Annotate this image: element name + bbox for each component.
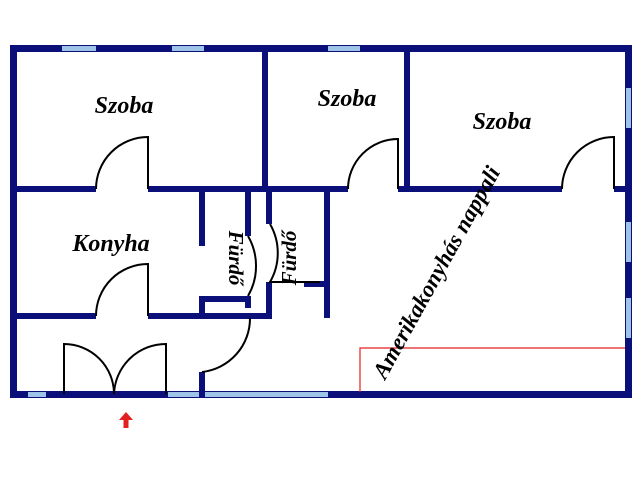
wall-room1-bottom-left — [10, 186, 96, 192]
wall-kitchen-bath1 — [199, 186, 205, 246]
room-label-szoba-2: Szoba — [318, 86, 377, 112]
door-room1 — [95, 135, 149, 190]
wall-bath1-right — [245, 186, 251, 236]
window — [626, 88, 631, 128]
doors — [63, 135, 615, 395]
wall-room3-bottom-left — [404, 186, 562, 192]
wall-bath2-left-low — [266, 282, 272, 318]
window — [62, 46, 96, 51]
room-label-konyha: Konyha — [71, 231, 149, 257]
wall-left — [10, 45, 17, 398]
window — [172, 46, 204, 51]
kitchen-counter — [359, 347, 625, 392]
window — [28, 392, 46, 397]
window — [328, 46, 360, 51]
room-label-szoba-1: Szoba — [95, 93, 154, 119]
room-label-furdo-1: Fürdő — [224, 230, 248, 287]
door-bath2 — [268, 223, 320, 283]
interior-walls — [10, 45, 632, 398]
arrow-up-icon — [119, 412, 133, 428]
wall-bath2-bottom — [304, 281, 330, 287]
wall-room1-room2 — [262, 45, 268, 192]
door-room2 — [347, 137, 399, 190]
wall-hall-stub — [199, 372, 205, 398]
wall-top — [10, 45, 632, 52]
wall-right — [625, 45, 632, 398]
wall-room2-room3 — [404, 45, 410, 192]
wall-room1-bottom-right — [148, 186, 268, 192]
door-bath1 — [247, 235, 258, 297]
room-label-szoba-3: Szoba — [473, 109, 532, 135]
wall-bath1-bottom — [199, 296, 251, 302]
room-label-furdo-2: Fürdő — [277, 229, 301, 286]
counter-outline — [359, 347, 625, 392]
wall-bath2-right — [324, 186, 330, 318]
entrance-door-right — [113, 342, 167, 395]
wall-room2-bottom-left — [262, 186, 348, 192]
window — [626, 222, 631, 262]
wall-bath1-right-low — [245, 296, 251, 308]
wall-kitchen-hall-right — [148, 313, 272, 319]
room-label-nappali: Amerikakonyhás nappali — [367, 162, 506, 385]
windows — [28, 46, 631, 397]
window — [168, 392, 328, 397]
entrance-door-left — [63, 342, 115, 395]
door-hall — [201, 317, 252, 373]
wall-kitchen-hall-left — [10, 313, 96, 319]
wall-bath1-stub — [199, 296, 205, 318]
wall-bath2-left — [266, 186, 272, 224]
door-kitchen — [95, 262, 149, 317]
window — [626, 298, 631, 338]
wall-room3-bottom-right — [614, 186, 632, 192]
door-room3 — [561, 135, 615, 190]
